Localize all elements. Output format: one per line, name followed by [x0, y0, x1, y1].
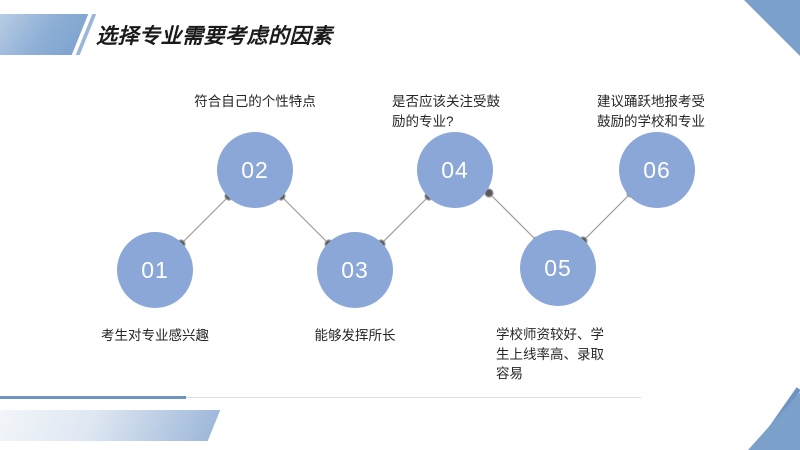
slide-title: 选择专业需要考虑的因素 — [96, 25, 333, 48]
process-node-03[interactable]: 03 — [317, 232, 393, 308]
process-node-01-number: 01 — [141, 256, 169, 283]
process-node-06[interactable]: 06 — [619, 132, 695, 208]
connector-line-05-06 — [582, 192, 632, 242]
footer-divider-line — [186, 397, 641, 398]
process-node-02-label: 符合自己的个性特点 — [194, 94, 316, 109]
process-node-04[interactable]: 04 — [417, 132, 493, 208]
process-node-01-label: 考生对专业感兴趣 — [101, 328, 209, 343]
process-node-03-number: 03 — [341, 256, 369, 283]
process-node-02[interactable]: 02 — [217, 132, 293, 208]
process-node-05-number: 05 — [544, 254, 572, 281]
process-node-04-number: 04 — [441, 156, 469, 183]
process-node-06-number: 06 — [643, 156, 671, 183]
footer-parallelogram-decoration — [0, 410, 221, 441]
process-node-03-label: 能够发挥所长 — [314, 328, 396, 343]
process-node-05-label: 学校师资较好、学 生上线率高、录取 容易 — [496, 327, 604, 382]
process-node-02-number: 02 — [241, 156, 269, 183]
process-node-05[interactable]: 05 — [520, 230, 596, 306]
connector-line-01-02 — [180, 195, 230, 245]
process-node-04-label: 是否应该关注受鼓 励的专业? — [392, 94, 500, 129]
process-node-06-label: 建议踊跃地报考受 鼓励的学校和专业 — [597, 94, 705, 129]
footer-accent-line — [0, 396, 186, 399]
connector-line-04-05 — [488, 192, 538, 242]
connector-line-02-03 — [280, 195, 330, 245]
process-node-01[interactable]: 01 — [117, 232, 193, 308]
connector-line-03-04 — [380, 195, 430, 245]
